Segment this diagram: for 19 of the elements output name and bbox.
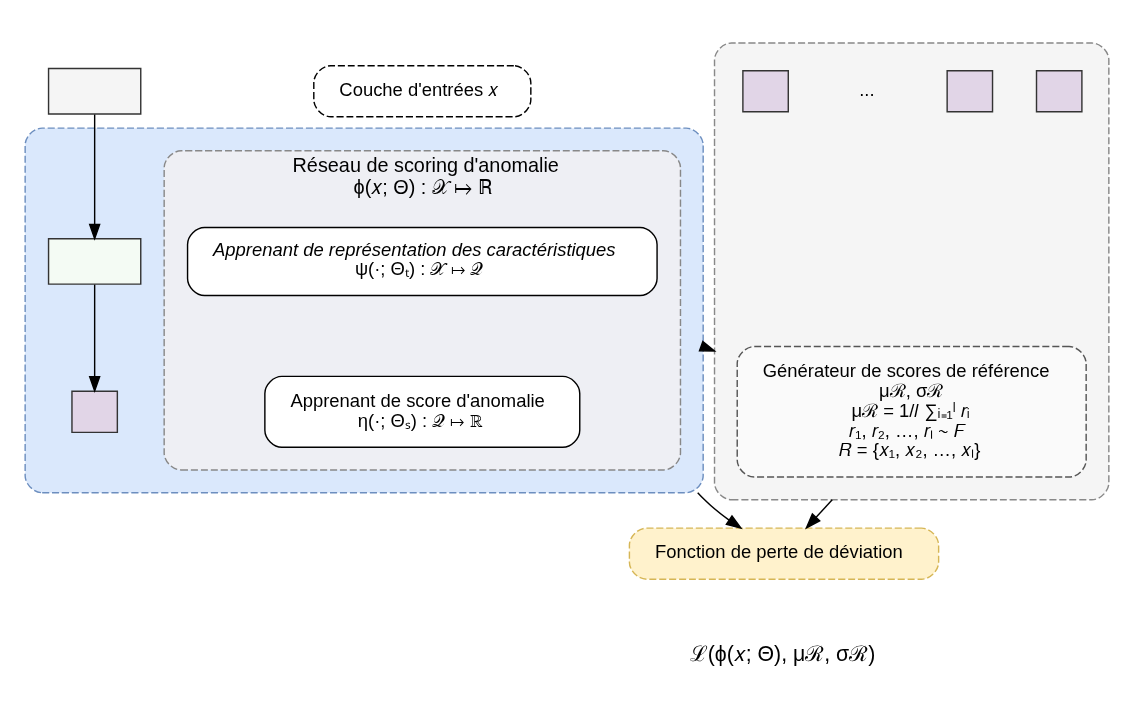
node-box: [47, 67, 142, 115]
node-box: [1035, 69, 1083, 113]
node-box: Couche d'entrées 𝑥: [313, 65, 532, 118]
node-label: ℒ(ϕ(𝑥; Θ), μℛ, σℛ): [689, 641, 876, 666]
arrow: [697, 491, 743, 530]
node-box: Fonction de perte de déviation: [628, 527, 940, 580]
cluster: [713, 42, 1110, 501]
arrow: [805, 499, 833, 530]
label: ...: [859, 79, 875, 101]
node-box: [946, 69, 994, 113]
node-box: Apprenant de représentation des caractéristiques ψ(·; Θₜ) : 𝒳 ↦ 𝒬: [186, 226, 658, 297]
node-box: Apprenant de score d'anomalie η(·; Θₛ) : 𝒬 ↦ ℝ: [264, 375, 581, 448]
arrow: [88, 113, 101, 241]
node-box: Générateur de scores de référence μℛ, σℛ μℛ = 1/𝑙 ∑ᵢ₌₁ˡ 𝑟ᵢ 𝑟₁, 𝑟₂, …, 𝑟ₗ ∼ 𝐹 𝑅 = {𝑥₁, 𝑥₂, …, 𝑥ₗ}: [736, 345, 1087, 478]
node-box: [71, 390, 119, 434]
cluster: [24, 127, 704, 494]
node-box: [742, 69, 789, 113]
node-box: [47, 238, 142, 285]
arrow: [88, 283, 101, 394]
